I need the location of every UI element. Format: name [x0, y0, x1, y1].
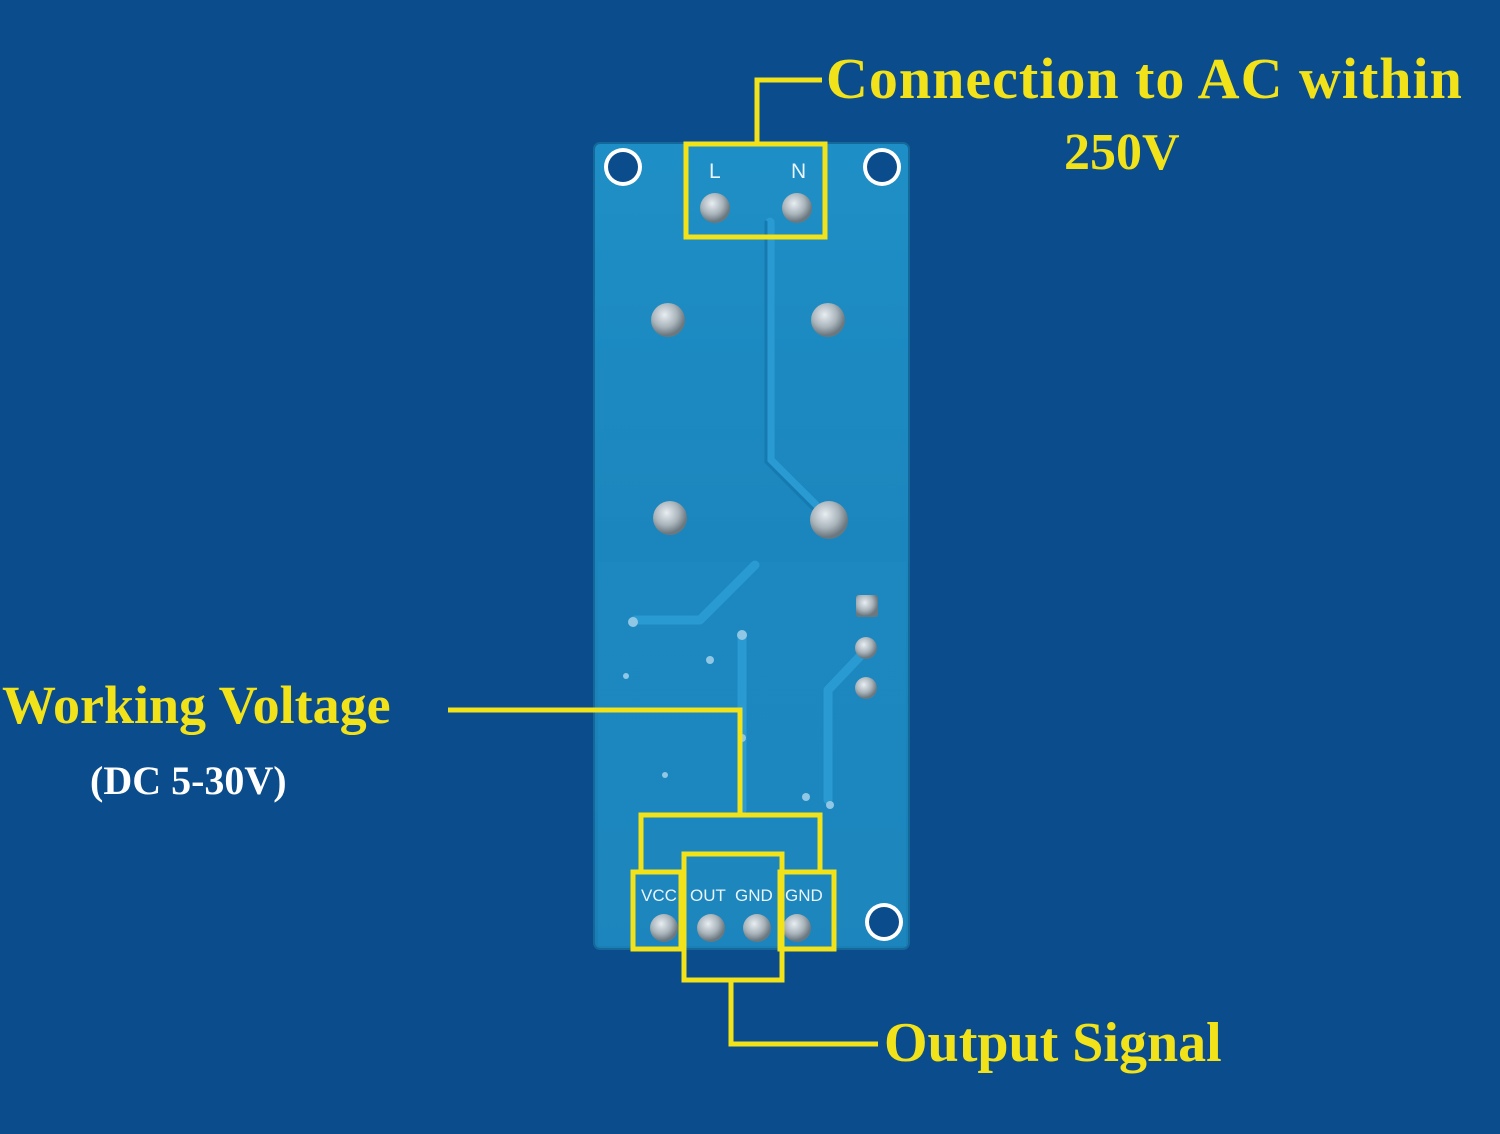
signal-pins — [855, 595, 878, 699]
output-leader-line — [728, 980, 878, 1047]
mounting-holes — [604, 148, 903, 941]
pin-label-gnd-2: GND — [785, 886, 823, 905]
vcc-pin-box — [630, 869, 684, 952]
ac-terminal-pads — [700, 193, 812, 223]
relay-solder-pads — [651, 303, 848, 539]
working-voltage-leader-line — [448, 707, 743, 815]
pin-label-gnd-1: GND — [735, 886, 773, 905]
ac-leader-line — [754, 77, 822, 144]
pin-label-out: OUT — [690, 886, 726, 905]
header-pin-pads — [650, 914, 811, 942]
power-bracket — [638, 812, 823, 872]
pin-label-vcc: VCC — [641, 886, 677, 905]
pin-label-live: L — [709, 160, 721, 183]
working-voltage-label: Working Voltage — [2, 675, 391, 735]
pin-label-neutral: N — [791, 160, 807, 183]
ac-connection-label: Connection to AC within — [826, 46, 1463, 111]
annotation-lines — [448, 77, 878, 1047]
pcb-lower-section — [598, 562, 906, 946]
ac-voltage-label: 250V — [1064, 124, 1180, 181]
working-voltage-range-label: (DC 5-30V) — [90, 758, 287, 803]
output-signal-label: Output Signal — [884, 1012, 1222, 1074]
